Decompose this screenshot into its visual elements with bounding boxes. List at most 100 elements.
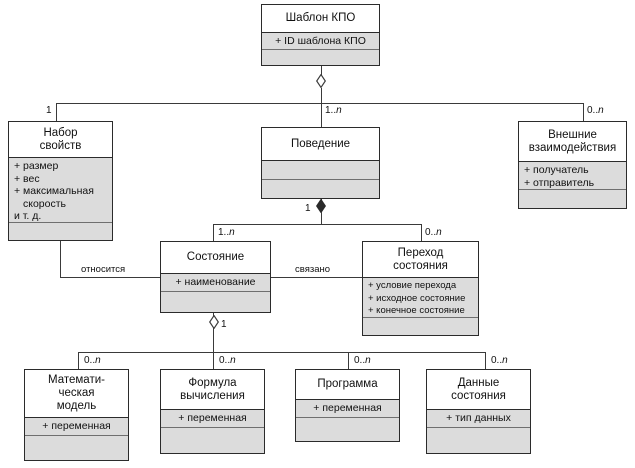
edge-label-otnositsya: относится bbox=[79, 264, 128, 275]
class-box-programma[interactable]: Программа + переменная bbox=[295, 369, 400, 442]
class-box-vneshnie-vzaimodeystviya[interactable]: Внешние взаимодействия + получатель + от… bbox=[518, 121, 627, 209]
attribute-row: + размер bbox=[14, 160, 59, 172]
attribute-row: + конечное состояние bbox=[368, 305, 465, 316]
class-attributes-vneshnie: + получатель + отправитель bbox=[519, 162, 626, 190]
class-title-line: вычисления bbox=[180, 389, 245, 402]
connector-drop-nabor bbox=[56, 103, 57, 121]
attribute-row: + максимальная bbox=[14, 185, 94, 197]
class-operations-formula bbox=[161, 428, 264, 453]
class-box-dannye-sostoyaniya[interactable]: Данные состояния + тип данных bbox=[426, 369, 531, 454]
connector-drop-sostoyanie bbox=[213, 224, 214, 241]
connector-otnositsya bbox=[60, 277, 160, 278]
connector-drop-perehod bbox=[420, 224, 422, 241]
class-operations-programma bbox=[296, 418, 399, 441]
class-attributes-programma: + переменная bbox=[296, 400, 399, 418]
multiplicity-perehod: 0..n bbox=[425, 227, 442, 238]
multiplicity-programma: 0..n bbox=[354, 355, 371, 366]
class-attributes-perehod: + условие перехода + исходное состояние … bbox=[363, 278, 478, 318]
connector-drop-dannye bbox=[485, 352, 486, 369]
class-title-nabor-svoystv: Набор свойств bbox=[9, 122, 112, 158]
class-title-programma: Программа bbox=[296, 370, 399, 400]
connector-drop-formula bbox=[213, 352, 214, 369]
class-title-line: свойств bbox=[39, 139, 82, 152]
class-title-line: состояния bbox=[451, 389, 506, 402]
multiplicity-povedenie: 1..n bbox=[325, 105, 342, 116]
class-title-line: Данные bbox=[457, 376, 500, 389]
attribute-row: + получатель bbox=[524, 164, 589, 176]
attribute-row: + тип данных bbox=[446, 412, 511, 424]
connector-bar-tier1 bbox=[56, 103, 583, 104]
class-box-formula-vychisleniya[interactable]: Формула вычисления + переменная bbox=[160, 369, 265, 454]
multiplicity-vneshnie: 0..n bbox=[587, 105, 604, 116]
multiplicity-mat-model: 0..n bbox=[84, 355, 101, 366]
edge-label-svyazano: связано bbox=[293, 264, 333, 275]
aggregation-diamond-sostoyanie bbox=[208, 315, 219, 329]
connector-nabor-down bbox=[60, 241, 61, 278]
class-box-matematicheskaya-model[interactable]: Математи- ческая модель + переменная bbox=[24, 369, 129, 461]
connector-svyazano bbox=[271, 277, 362, 278]
connector-bar-tier2 bbox=[213, 224, 421, 225]
class-title-formula: Формула вычисления bbox=[161, 370, 264, 410]
class-title-povedenie: Поведение bbox=[262, 128, 379, 161]
class-title-vneshnie: Внешние взаимодействия bbox=[519, 122, 626, 162]
composition-diamond-povedenie bbox=[316, 199, 326, 213]
class-title-line: Внешние bbox=[548, 128, 597, 141]
connector-bar-tier3 bbox=[78, 352, 485, 353]
class-operations-vneshnie bbox=[519, 190, 626, 208]
class-title-line: состояния bbox=[393, 259, 448, 272]
class-attributes-sostoyanie: + наименование bbox=[161, 274, 270, 292]
class-title-perehod: Переход состояния bbox=[363, 242, 478, 278]
class-box-povedenie[interactable]: Поведение bbox=[261, 127, 380, 199]
connector-drop-vneshnie bbox=[583, 103, 584, 121]
class-attributes-povedenie bbox=[262, 161, 379, 180]
class-title-shablon-kpo: Шаблон КПО bbox=[262, 5, 379, 33]
connector-drop-povedenie bbox=[320, 103, 322, 127]
class-box-nabor-svoystv[interactable]: Набор свойств + размер + вес + максималь… bbox=[8, 121, 113, 241]
class-operations-shablon-kpo bbox=[262, 50, 379, 65]
class-operations-sostoyanie bbox=[161, 292, 270, 312]
connector-shablon-stub bbox=[320, 66, 322, 75]
attribute-row: + переменная bbox=[42, 420, 111, 432]
attribute-row: + переменная bbox=[178, 412, 247, 424]
multiplicity-sostoyanie-aggregation: 1 bbox=[221, 319, 227, 330]
aggregation-diamond-shablon bbox=[316, 74, 326, 88]
attribute-row-continuation: скорость bbox=[23, 197, 67, 210]
class-operations-nabor-svoystv bbox=[9, 223, 112, 240]
attribute-row: + наименование bbox=[175, 276, 256, 288]
attribute-row: + отправитель bbox=[524, 176, 595, 189]
class-attributes-nabor-svoystv: + размер + вес + максимальная скорость и… bbox=[9, 158, 112, 223]
class-title-sostoyanie: Состояние bbox=[161, 242, 270, 274]
class-operations-mat-model bbox=[25, 436, 128, 460]
class-box-sostoyanie[interactable]: Состояние + наименование bbox=[160, 241, 271, 313]
class-attributes-shablon-kpo: + ID шаблона КПО bbox=[262, 33, 379, 50]
multiplicity-formula: 0..n bbox=[219, 355, 236, 366]
connector-sostoyanie-down bbox=[213, 328, 214, 353]
class-box-shablon-kpo[interactable]: Шаблон КПО + ID шаблона КПО bbox=[261, 4, 380, 66]
class-title-line: взаимодействия bbox=[528, 141, 617, 154]
attribute-row: + переменная bbox=[313, 402, 382, 414]
class-attributes-formula: + переменная bbox=[161, 410, 264, 428]
class-title-line: Переход bbox=[397, 246, 444, 259]
class-title-dannye: Данные состояния bbox=[427, 370, 530, 410]
attribute-row: и т. д. bbox=[14, 210, 42, 222]
connector-povedenie-down bbox=[320, 212, 322, 225]
class-title-mat-model: Математи- ческая модель bbox=[25, 370, 128, 418]
attribute-row: + исходное состояние bbox=[368, 292, 466, 304]
class-title-line: Набор bbox=[43, 126, 78, 139]
multiplicity-povedenie-composition: 1 bbox=[305, 203, 311, 214]
connector-drop-mat-model bbox=[78, 352, 79, 369]
class-title-line: модель bbox=[56, 400, 97, 412]
class-operations-dannye bbox=[427, 428, 530, 453]
class-box-perehod-sostoyaniya[interactable]: Переход состояния + условие перехода + и… bbox=[362, 241, 479, 336]
multiplicity-dannye: 0..n bbox=[491, 355, 508, 366]
class-title-line: Формула bbox=[188, 376, 237, 389]
class-attributes-dannye: + тип данных bbox=[427, 410, 530, 428]
class-attributes-mat-model: + переменная bbox=[25, 418, 128, 436]
connector-shablon-down bbox=[320, 88, 322, 104]
attribute-row: + вес bbox=[14, 172, 40, 185]
attribute-row: + ID шаблона КПО bbox=[275, 35, 366, 47]
class-operations-perehod bbox=[363, 318, 478, 335]
multiplicity-nabor-svoystv: 1 bbox=[46, 105, 52, 116]
class-title-line: Математи- bbox=[48, 374, 105, 386]
